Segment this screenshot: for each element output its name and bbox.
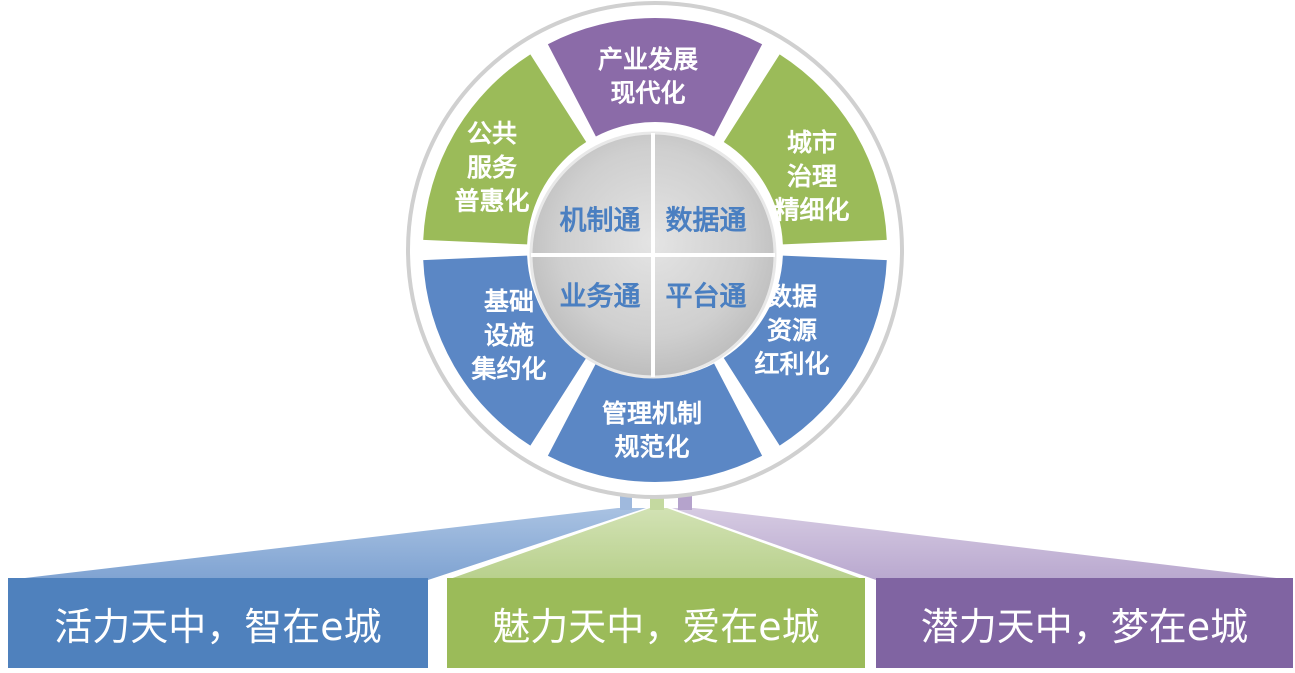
ring-segment-data-resource	[723, 255, 887, 446]
ring-segment-industry	[547, 18, 763, 137]
fan-purple	[672, 508, 1293, 580]
ring-label-line: 现代化	[610, 79, 685, 108]
ring-label-line: 公共	[467, 119, 517, 148]
ring-label-line: 管理机制	[602, 399, 702, 428]
ring-label-data-resource: 数据资源红利化	[754, 282, 829, 379]
banner-potential: 潜力天中，梦在e城	[876, 578, 1293, 668]
banner-vitality-text: 活力天中，智在e城	[54, 604, 382, 649]
ring-label-line: 精细化	[774, 196, 849, 225]
hub-label-platform: 平台通	[666, 281, 747, 313]
ring-segments: 产业发展现代化城市治理精细化数据资源红利化管理机制规范化基础设施集约化公共服务普…	[423, 18, 887, 482]
banner-charm: 魅力天中，爱在e城	[447, 578, 865, 668]
banner-potential-text: 潜力天中，梦在e城	[920, 604, 1249, 649]
ring-label-governance: 城市治理精细化	[774, 128, 849, 225]
ring-label-line: 普惠化	[454, 187, 529, 216]
ring-label-line: 设施	[484, 321, 534, 350]
banner-vitality: 活力天中，智在e城	[8, 578, 428, 668]
ring-label-line: 产业发展	[598, 45, 698, 74]
ring-label-industry: 产业发展现代化	[598, 45, 698, 108]
ring-label-public-service: 公共服务普惠化	[454, 119, 529, 216]
ring-label-line: 治理	[787, 162, 837, 191]
center-hub: 机制通 数据通 业务通 平台通	[529, 131, 777, 379]
ring-label-line: 资源	[767, 316, 817, 345]
hub-label-mechanism: 机制通	[560, 206, 641, 237]
fan-blue	[8, 508, 646, 580]
hub-label-business: 业务通	[560, 282, 641, 313]
ring-label-infrastructure: 基础设施集约化	[470, 287, 546, 384]
ring-label-management: 管理机制规范化	[602, 399, 702, 462]
ring-segment-governance	[723, 54, 887, 245]
ring-label-line: 服务	[467, 153, 517, 182]
ring-label-line: 集约化	[470, 355, 546, 384]
ring-label-line: 规范化	[614, 433, 689, 462]
ring-segment-management	[547, 363, 763, 482]
ring-segment-infrastructure	[423, 255, 587, 446]
ring-label-line: 基础	[484, 287, 534, 316]
fan-green	[447, 508, 865, 580]
ring-label-line: 数据	[767, 282, 817, 311]
ring-label-line: 城市	[787, 128, 837, 157]
banner-charm-text: 魅力天中，爱在e城	[492, 604, 820, 649]
ring-segment-public-service	[423, 54, 587, 245]
hub-label-data: 数据通	[666, 206, 747, 237]
ring-label-line: 红利化	[754, 350, 829, 379]
